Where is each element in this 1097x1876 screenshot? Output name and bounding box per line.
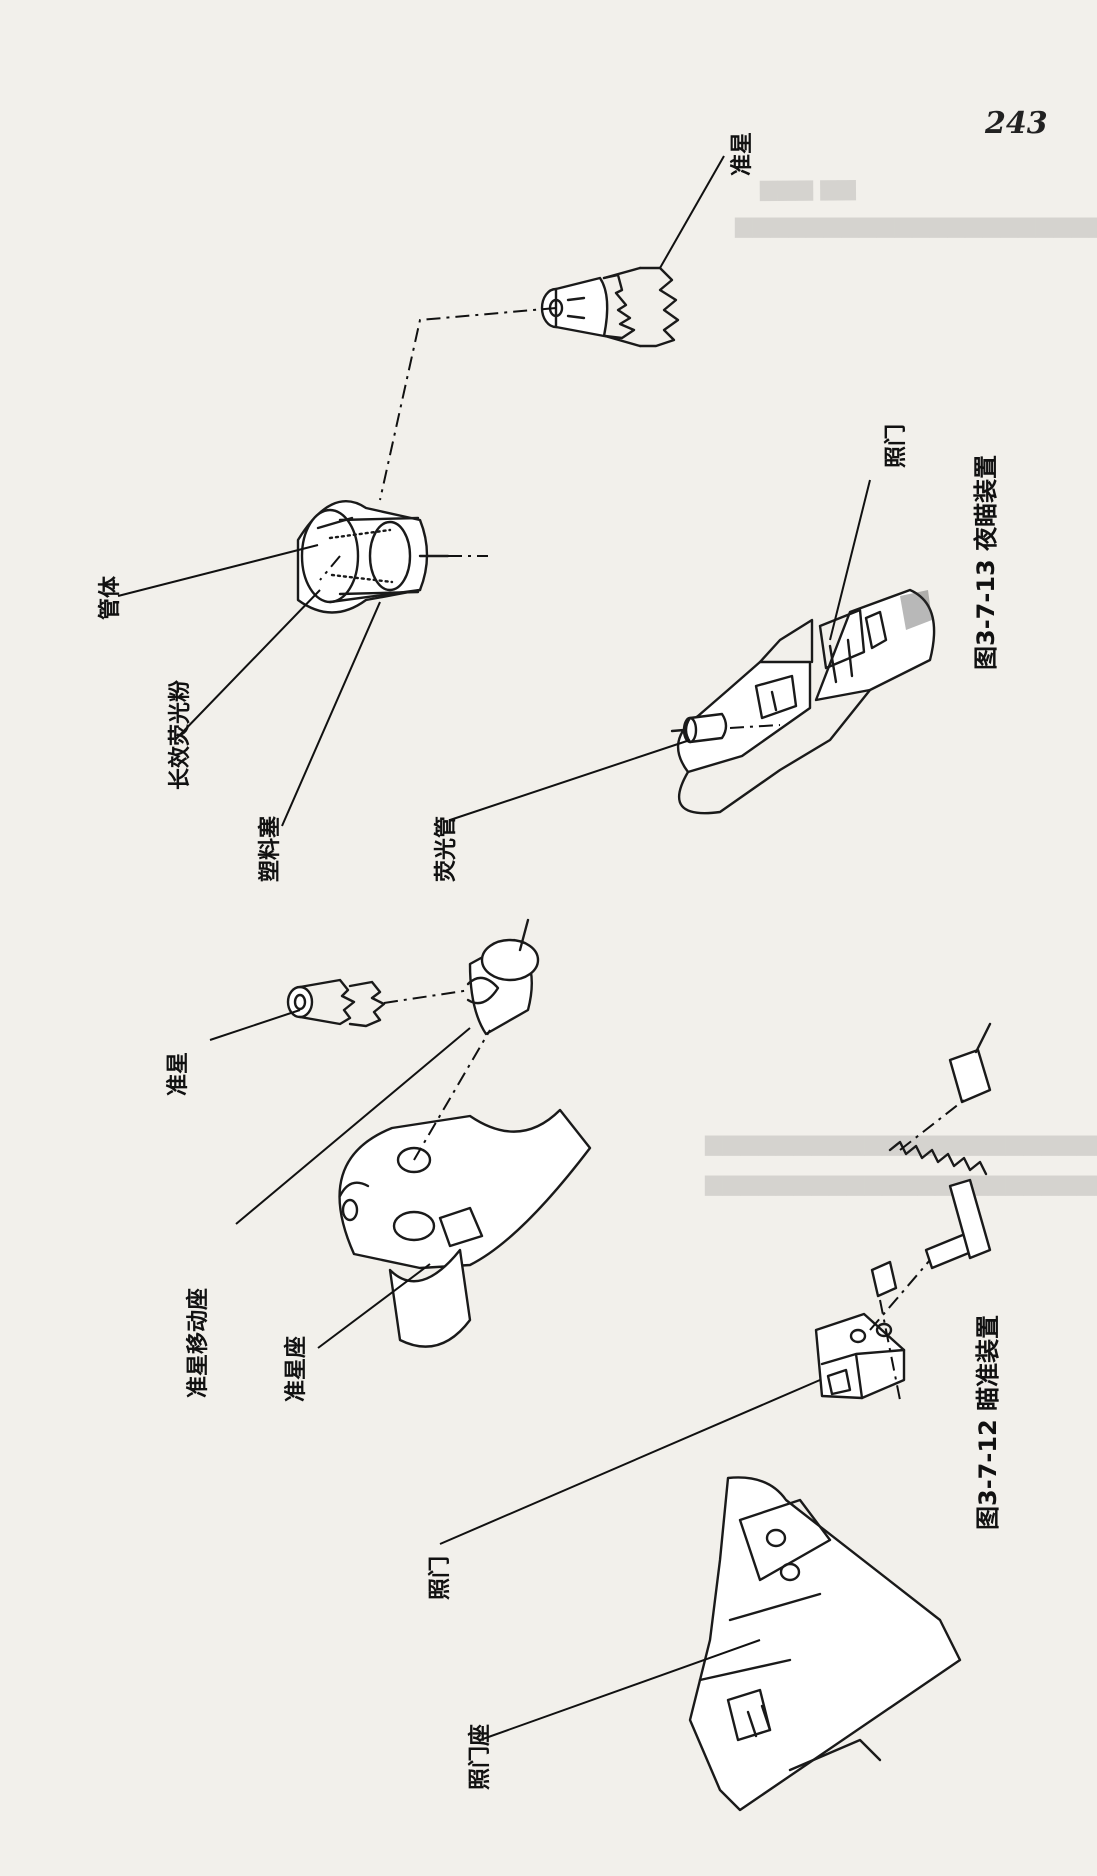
night-sight-drawing [117,155,936,827]
label-fig13-plug: 塑料塞 [258,815,283,882]
label-fig13-phosphor: 长效荧光粉 [168,679,193,790]
label-fig12-rear-sight-base: 照门座 [468,1723,493,1790]
front-sight-mover-part [466,918,540,1036]
bleed-through-text: ▆▆▆▆▆▆▆▆▆▆▆▆▆▆▆▆▆▆▆▆▆▆▆▆▆▆▆▆▆▆▆▆▆▆▆▆ [705,1170,1097,1196]
label-fig12-front-sight-base: 准星座 [284,1335,309,1402]
front-sight-base-part [338,1108,592,1348]
night-sight-block-part [676,588,936,815]
aiming-device-drawing [209,918,992,1812]
label-fig13-front-sight: 准星 [730,131,755,176]
label-fig12-rear-sight: 照门 [428,1555,453,1600]
label-fig13-tube: 管体 [98,575,123,620]
caption-fig12: 图3-7-12 瞄准装置 [974,1314,1002,1530]
rear-sight-hardware-part [870,1022,992,1298]
bleed-through-text: ▆▆▆▆▆▆▆▆▆▆▆▆▆▆▆▆▆▆▆▆▆▆▆▆▆▆▆▆▆▆▆▆ [735,212,1097,238]
front-sight-screw-part [286,978,386,1028]
rear-sight-block-part [814,1312,906,1400]
night-front-sight-part [540,266,680,348]
label-fig13-fluorescent-tube: 荧光管 [434,815,459,882]
label-fig12-front-sight-mover: 准星移动座 [186,1287,211,1398]
page-number: 243 [985,106,1048,141]
label-fig12-front-sight: 准星 [166,1051,191,1096]
label-fig13-rear-sight: 照门 [884,423,909,468]
night-fluorescent-tube-part [670,712,728,744]
rear-sight-base-part [688,1476,962,1812]
caption-fig13: 图3-7-13 夜瞄装置 [972,454,1000,670]
night-tube-part [296,500,450,614]
